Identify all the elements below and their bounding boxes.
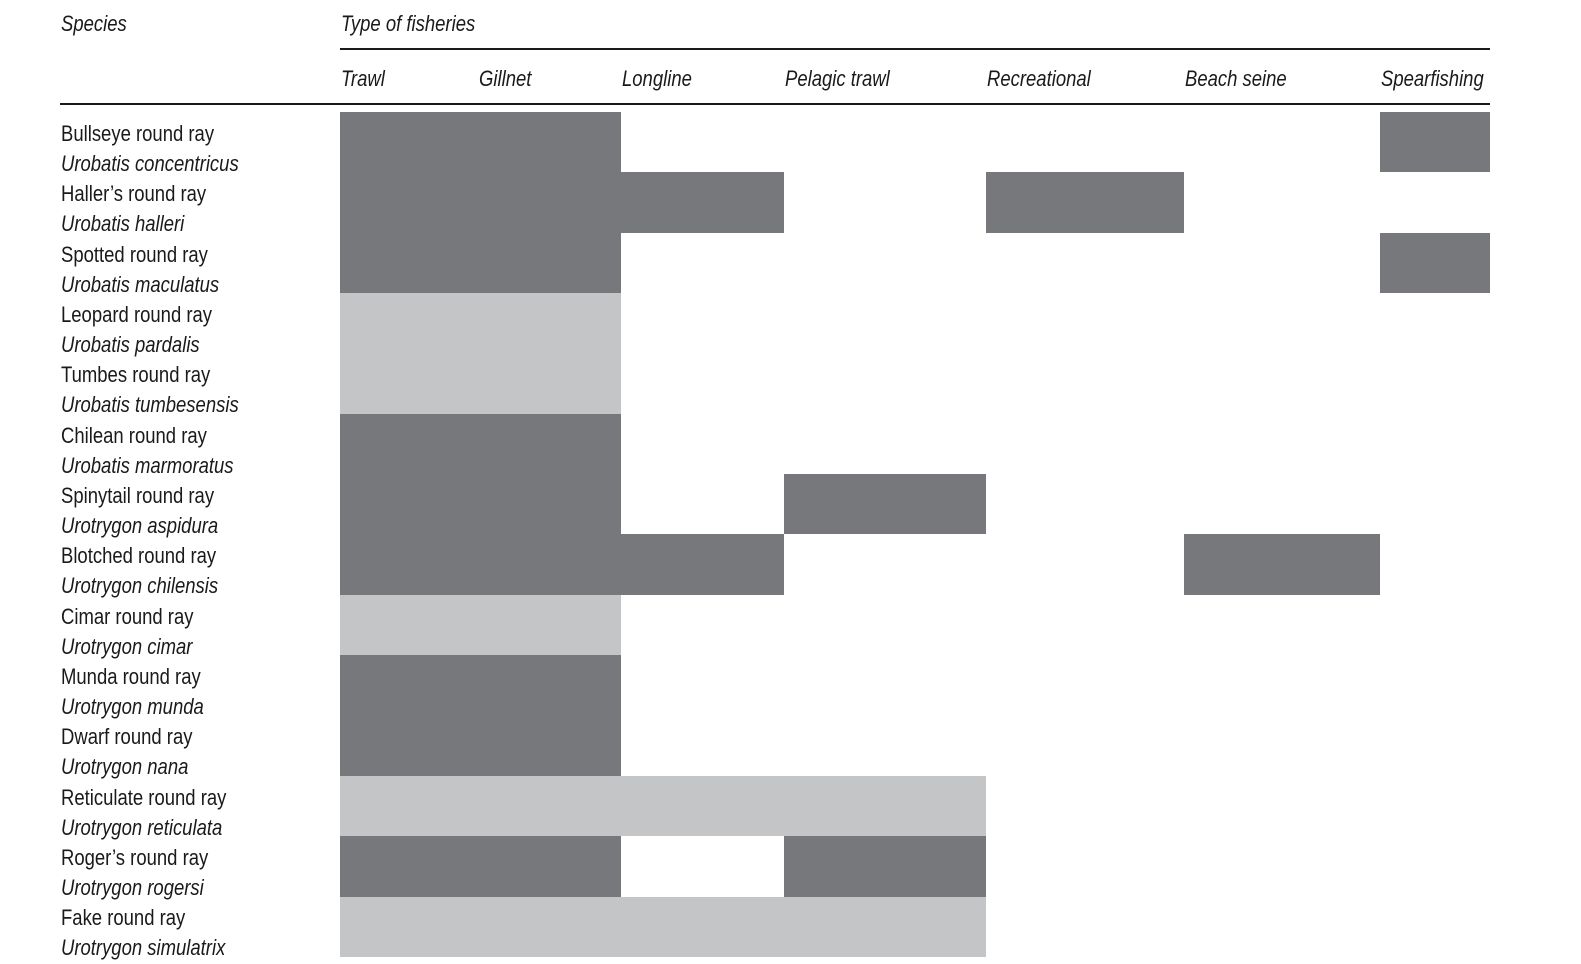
species-scientific-name: Urotrygon munda xyxy=(61,694,204,719)
fishery-cell-light xyxy=(784,776,986,836)
col-header-longline: Longline xyxy=(622,66,692,91)
species-common-name: Haller’s round ray xyxy=(61,181,207,206)
header-rule-bottom xyxy=(60,103,1490,105)
fishery-cell-dark xyxy=(784,836,986,897)
species-common-name: Spinytail round ray xyxy=(61,483,215,508)
species-common-name: Reticulate round ray xyxy=(61,785,227,810)
fishery-cell-dark xyxy=(340,233,479,293)
fishery-cell-dark xyxy=(1184,534,1380,595)
species-scientific-name: Urobatis tumbesensis xyxy=(61,392,239,417)
fishery-cell-light xyxy=(784,897,986,957)
fishery-cell-light xyxy=(479,293,621,353)
col-header-spearfishing: Spearfishing xyxy=(1381,66,1484,91)
fishery-cell-light xyxy=(479,595,621,655)
species-common-name: Munda round ray xyxy=(61,664,201,689)
fishery-cell-light xyxy=(479,353,621,414)
fishery-cell-dark xyxy=(340,112,479,172)
fishery-cell-dark xyxy=(784,474,986,534)
species-scientific-name: Urotrygon rogersi xyxy=(61,875,204,900)
col-header-recreational: Recreational xyxy=(987,66,1091,91)
fishery-cell-dark xyxy=(340,836,479,897)
fishery-cell-dark xyxy=(479,534,621,595)
species-common-name: Dwarf round ray xyxy=(61,724,193,749)
fishery-cell-dark xyxy=(479,716,621,776)
species-scientific-name: Urobatis marmoratus xyxy=(61,453,234,478)
fishery-cell-dark xyxy=(340,716,479,776)
fishery-cell-dark xyxy=(1380,233,1490,293)
fishery-cell-light xyxy=(621,897,784,957)
fishery-cell-light xyxy=(621,776,784,836)
species-common-name: Blotched round ray xyxy=(61,543,217,568)
fishery-cell-light xyxy=(340,293,479,353)
species-scientific-name: Urobatis concentricus xyxy=(61,151,239,176)
header-rule-top xyxy=(340,48,1490,50)
fishery-cell-dark xyxy=(479,233,621,293)
col-header-trawl: Trawl xyxy=(341,66,385,91)
species-common-name: Fake round ray xyxy=(61,905,186,930)
fishery-cell-light xyxy=(340,897,479,957)
species-scientific-name: Urobatis halleri xyxy=(61,211,185,236)
fishery-cell-dark xyxy=(479,172,621,233)
species-common-name: Tumbes round ray xyxy=(61,362,211,387)
fishery-cell-dark xyxy=(340,414,479,474)
species-header: Species xyxy=(61,11,127,36)
fishery-cell-dark xyxy=(340,474,479,534)
fishery-cell-dark xyxy=(621,172,784,233)
species-common-name: Leopard round ray xyxy=(61,302,213,327)
fisheries-header: Type of fisheries xyxy=(341,11,476,36)
fishery-cell-dark xyxy=(479,414,621,474)
species-scientific-name: Urotrygon cimar xyxy=(61,634,193,659)
fishery-cell-dark xyxy=(479,474,621,534)
fishery-cell-dark xyxy=(986,172,1184,233)
species-common-name: Cimar round ray xyxy=(61,604,194,629)
fishery-cell-dark xyxy=(621,534,784,595)
species-scientific-name: Urotrygon aspidura xyxy=(61,513,219,538)
fishery-cell-light xyxy=(340,353,479,414)
species-scientific-name: Urobatis maculatus xyxy=(61,272,220,297)
fishery-cell-dark xyxy=(479,112,621,172)
fishery-cell-dark xyxy=(340,172,479,233)
species-scientific-name: Urotrygon reticulata xyxy=(61,815,223,840)
fishery-cell-dark xyxy=(340,534,479,595)
fishery-cell-light xyxy=(340,595,479,655)
fishery-cell-light xyxy=(479,897,621,957)
species-scientific-name: Urotrygon simulatrix xyxy=(61,935,226,960)
fishery-cell-dark xyxy=(1380,112,1490,172)
col-header-beach-seine: Beach seine xyxy=(1185,66,1287,91)
species-scientific-name: Urotrygon chilensis xyxy=(61,573,219,598)
species-scientific-name: Urobatis pardalis xyxy=(61,332,200,357)
species-scientific-name: Urotrygon nana xyxy=(61,754,189,779)
fishery-cell-dark xyxy=(479,655,621,716)
col-header-pelagic-trawl: Pelagic trawl xyxy=(785,66,890,91)
fishery-cell-light xyxy=(479,776,621,836)
species-common-name: Spotted round ray xyxy=(61,242,208,267)
col-header-gillnet: Gillnet xyxy=(479,66,532,91)
species-common-name: Chilean round ray xyxy=(61,423,207,448)
species-common-name: Bullseye round ray xyxy=(61,121,215,146)
fishery-cell-light xyxy=(340,776,479,836)
species-common-name: Roger’s round ray xyxy=(61,845,209,870)
fishery-cell-dark xyxy=(340,655,479,716)
fishery-cell-dark xyxy=(479,836,621,897)
